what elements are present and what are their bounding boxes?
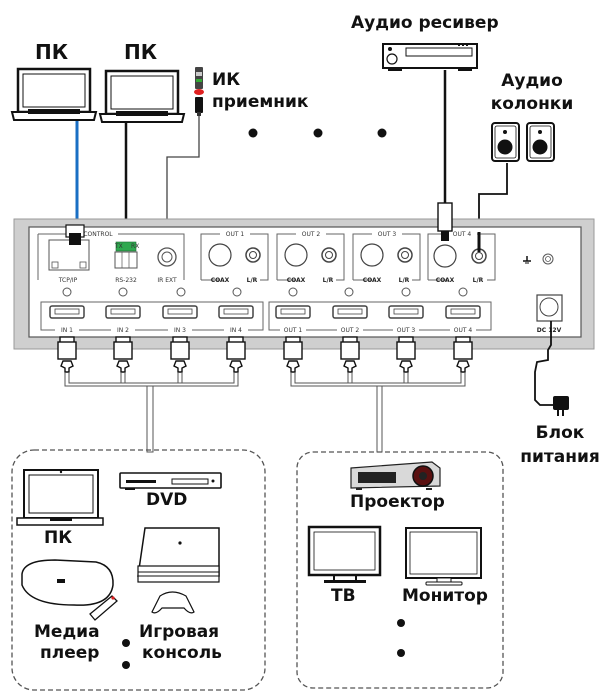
hdmi-in-label: IN 1 bbox=[61, 327, 73, 334]
tv-label: ТВ bbox=[331, 586, 356, 606]
hdmi-in-label: IN 4 bbox=[230, 327, 242, 334]
tv-icon bbox=[307, 525, 382, 583]
pc2-label: ПК bbox=[124, 40, 158, 64]
tx-label: TX bbox=[114, 243, 123, 250]
hdmi-cable-bundles bbox=[64, 372, 466, 453]
speakers-label-2: колонки bbox=[490, 94, 574, 114]
ir-sensor-dot bbox=[194, 89, 204, 95]
rs232-label: RS-232 bbox=[115, 277, 137, 284]
lr-label: L/R bbox=[247, 277, 258, 284]
hdmi-plug bbox=[396, 336, 416, 373]
indicator-leds bbox=[62, 287, 468, 297]
ground-terminal bbox=[523, 253, 554, 265]
rs232-green-plug bbox=[115, 241, 137, 252]
speakers-icon bbox=[491, 122, 555, 162]
tcpip-label: TCP/IP bbox=[58, 277, 78, 284]
coax-port-2[interactable] bbox=[284, 243, 308, 267]
power-label-1: Блок bbox=[535, 423, 585, 443]
coax-label: COAX bbox=[436, 277, 455, 284]
rx-label: RX bbox=[131, 243, 139, 250]
audio-receiver-icon bbox=[382, 43, 478, 71]
lr-port-2[interactable] bbox=[321, 247, 337, 263]
hdmi-in-label: IN 3 bbox=[174, 327, 186, 334]
control-group: CONTROL TCP/IP TX RX RS-232 IR EXT bbox=[37, 224, 185, 284]
sources-more-dots bbox=[122, 639, 130, 669]
out2-title: OUT 2 bbox=[302, 231, 321, 238]
hdmi-plug bbox=[170, 336, 190, 373]
out3-title: OUT 3 bbox=[378, 231, 397, 238]
hdmi-plug bbox=[340, 336, 360, 373]
coax-label: COAX bbox=[363, 277, 382, 284]
source-pc-label: ПК bbox=[44, 528, 73, 548]
hdmi-plugs bbox=[57, 336, 473, 373]
ellipsis-dots bbox=[248, 128, 387, 138]
hdmi-in-group: IN 1 IN 2 IN 3 IN 4 bbox=[40, 301, 264, 334]
rs232-port[interactable] bbox=[114, 251, 138, 269]
projector-label: Проектор bbox=[350, 492, 445, 512]
hdmi-plug bbox=[113, 336, 133, 373]
hdmi-out-label: OUT 2 bbox=[341, 327, 360, 334]
lr-port-1[interactable] bbox=[245, 247, 261, 263]
laptop-pc1-icon bbox=[10, 67, 98, 121]
coax-label: COAX bbox=[287, 277, 306, 284]
monitor-icon bbox=[405, 527, 482, 586]
power-label-2: питания bbox=[520, 447, 600, 467]
ir-receiver-label-1: ИК bbox=[212, 70, 241, 90]
lr-label: L/R bbox=[323, 277, 334, 284]
source-pc-icon bbox=[16, 469, 104, 526]
hdmi-out-label: OUT 3 bbox=[397, 327, 416, 334]
lr-label: L/R bbox=[473, 277, 484, 284]
laptop-pc2-icon bbox=[98, 69, 186, 123]
source-media-label-2: плеер bbox=[40, 643, 100, 663]
out1-title: OUT 1 bbox=[226, 231, 245, 238]
ir-ext-label: IR EXT bbox=[157, 277, 177, 284]
dc-label: DC 12V bbox=[537, 327, 562, 334]
coax-port-3[interactable] bbox=[360, 243, 384, 267]
hdmi-in-label: IN 2 bbox=[117, 327, 129, 334]
control-label: CONTROL bbox=[83, 231, 113, 238]
coax-port-4[interactable] bbox=[433, 244, 457, 268]
displays-more-dots bbox=[397, 619, 405, 657]
audio-receiver-label: Аудио ресивер bbox=[351, 13, 499, 33]
media-player-icon bbox=[21, 559, 118, 621]
power-adapter-icon bbox=[534, 321, 569, 416]
hdmi-plug bbox=[283, 336, 303, 373]
audio-out-group-3: OUT 3 COAX L/R bbox=[352, 231, 421, 284]
hdmi-plug bbox=[453, 336, 473, 373]
dc-power-port[interactable]: DC 12V bbox=[536, 294, 563, 334]
ir-receiver-label-2: приемник bbox=[212, 92, 309, 112]
game-console-icon bbox=[137, 527, 220, 614]
hdmi-out-label: OUT 4 bbox=[454, 327, 473, 334]
ir-receiver-icon bbox=[194, 67, 204, 116]
source-media-label-1: Медиа bbox=[34, 622, 100, 642]
source-console-label-2: консоль bbox=[142, 643, 222, 663]
monitor-label: Монитор bbox=[402, 586, 488, 606]
audio-out-group-4: OUT 4 COAX L/R bbox=[427, 202, 496, 284]
lr-port-3[interactable] bbox=[397, 247, 413, 263]
pc1-label: ПК bbox=[35, 40, 69, 64]
dvd-player-icon bbox=[119, 472, 222, 490]
speaker-cable bbox=[478, 163, 508, 232]
sources-group-box bbox=[11, 449, 266, 691]
coax-label: COAX bbox=[211, 277, 230, 284]
out4-title: OUT 4 bbox=[453, 231, 472, 238]
hdmi-out-label: OUT 1 bbox=[284, 327, 303, 334]
ir-cable bbox=[166, 116, 200, 238]
coax-port-1[interactable] bbox=[208, 243, 232, 267]
source-dvd-label: DVD bbox=[146, 490, 188, 510]
speakers-label-1: Аудио bbox=[501, 71, 563, 91]
displays-group-box bbox=[296, 451, 504, 689]
audio-out-group-1: OUT 1 COAX L/R bbox=[200, 231, 269, 284]
hdmi-out-group: OUT 1 OUT 2 OUT 3 OUT 4 bbox=[268, 301, 492, 334]
lr-label: L/R bbox=[399, 277, 410, 284]
audio-out-group-2: OUT 2 COAX L/R bbox=[276, 231, 345, 284]
hdmi-plug bbox=[57, 336, 77, 373]
hdmi-plug bbox=[226, 336, 246, 373]
projector-icon bbox=[350, 461, 441, 490]
source-console-label-1: Игровая bbox=[139, 622, 220, 642]
